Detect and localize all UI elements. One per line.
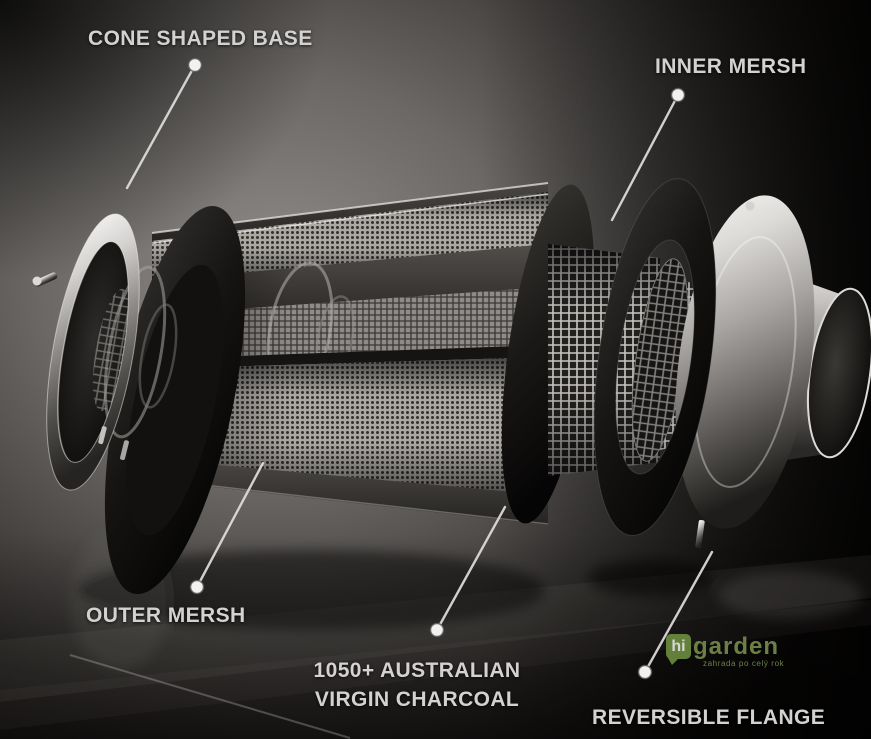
base-clamp-band [46,213,140,491]
logo-tagline: zahrada po celý rok [703,659,785,668]
gasket-ring [593,178,717,536]
label-reversible-flange: REVERSIBLE FLANGE [592,706,826,729]
outer-mesh-bottom-band [152,357,548,495]
label-outer-mesh: OUTER MERSH [86,604,246,627]
base-bolt-1 [98,426,107,445]
callout-line-inner-mesh [610,93,680,222]
callout-dot-inner-mesh [670,87,686,103]
higarden-logo: hi garden zahrada po celý rok [666,633,784,668]
callout-dot-cone-base [187,57,203,73]
cone-funnel-outer [103,265,167,439]
callout-lines [125,63,714,674]
logo-speech-bubble-icon: hi [666,634,691,665]
callout-dots [187,57,686,680]
body-bottom-rim-highlight [151,478,549,525]
label-inner-mesh: INNER MERSH [655,55,807,78]
label-charcoal: 1050+ AUSTRALIAN VIRGIN CHARCOAL [287,656,547,714]
cone-funnel-inner [138,303,178,409]
flange-top-bolt [745,201,755,211]
logo-name: garden [693,633,780,660]
base-interior-shadow [111,213,239,567]
floor-reflection [70,530,862,670]
flange-bottom-bolt [695,519,705,549]
callout-line-outer-mesh [195,461,265,589]
callout-line-flange [643,550,714,674]
body-bottom-shell [152,459,548,525]
charcoal-bed [152,244,548,315]
base-black-ring [104,205,246,594]
label-charcoal-line1: 1050+ AUSTRALIAN [313,659,521,682]
body-top-shell [152,183,548,241]
callout-line-reflection [69,654,351,739]
base-mesh-patch [92,288,132,412]
callout-dot-charcoal [429,622,445,638]
label-cone-shaped-base: CONE SHAPED BASE [88,27,313,50]
callout-line-charcoal [435,505,507,632]
label-charcoal-line2: VIRGIN CHARCOAL [314,688,520,711]
callout-dot-outer-mesh [189,579,205,595]
cone-shaped-base [32,205,246,594]
callout-dot-flange [637,664,653,680]
body-shadow-gap [152,345,548,369]
callout-line-cone-base [125,63,197,190]
clamp-screw-head [32,276,42,286]
base-bolt-2 [120,440,129,461]
